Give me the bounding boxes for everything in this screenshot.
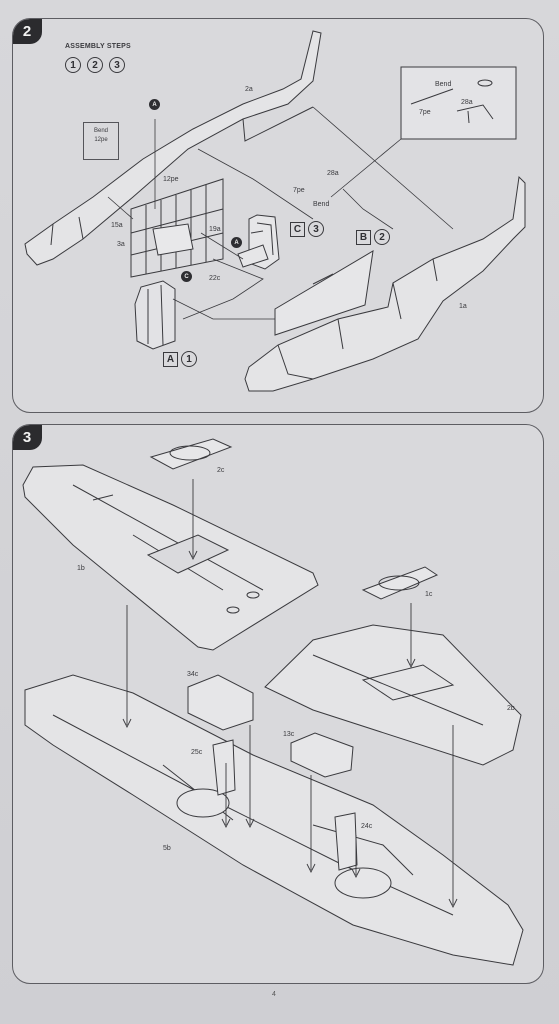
part-label-24c: 24c — [361, 823, 373, 830]
part-label-22c: 22c — [209, 275, 221, 282]
part-label-15a: 15a — [111, 222, 123, 229]
part-label-2a: 2a — [245, 86, 253, 93]
part-label-7pe: 7pe — [293, 187, 305, 194]
assembly-step-1: 1 — [65, 57, 81, 73]
ref-marker-c: C — [181, 271, 192, 282]
part-label-2c: 2c — [217, 467, 225, 474]
ref-marker-a-seat: A — [231, 237, 242, 248]
part-label-19a: 19a — [209, 226, 221, 233]
part-label-13c: 13c — [283, 731, 295, 738]
subassembly-a-letter: A — [163, 352, 178, 367]
subassembly-a-step: 1 — [181, 351, 197, 367]
part-label-5b: 5b — [163, 845, 171, 852]
subassembly-c-step: 3 — [308, 221, 324, 237]
step-3-panel: 3 — [12, 424, 544, 984]
inset-part-label-7pe: 7pe — [419, 109, 431, 116]
part-label-2b: 2b — [507, 705, 515, 712]
inset-part-label-28a: 28a — [461, 99, 473, 106]
step-2-panel: 2 ASSEMBLY STEPS 1 2 3 — [12, 18, 544, 413]
part-label-3a: 3a — [117, 241, 125, 248]
page-number: 4 — [272, 991, 276, 998]
part-label-12pe: 12pe — [163, 176, 179, 183]
subassembly-b-letter: B — [356, 230, 371, 245]
bend-text: Bend — [93, 128, 108, 134]
assembly-step-3: 3 — [109, 57, 125, 73]
part-label-25c: 25c — [191, 749, 203, 756]
assembly-steps-title: ASSEMBLY STEPS — [65, 43, 131, 50]
ref-marker-a-top: A — [149, 99, 160, 110]
part-label-34c: 34c — [187, 671, 199, 678]
assembly-step-2: 2 — [87, 57, 103, 73]
part-label-1a: 1a — [459, 303, 467, 310]
step-2-number: 2 — [13, 19, 42, 44]
subassembly-c-letter: C — [290, 222, 305, 237]
subassembly-b-step: 2 — [374, 229, 390, 245]
step-2-drawing — [24, 30, 526, 392]
inset-bend-text: Bend — [435, 81, 452, 88]
bend-text-seat: Bend — [313, 201, 330, 208]
bend-callout-box: Bend 12pe — [83, 122, 119, 160]
part-label-1b: 1b — [77, 565, 85, 572]
part-label-28a: 28a — [327, 170, 339, 177]
part-label-1c: 1c — [425, 591, 433, 598]
bend-callout-part: 12pe — [94, 137, 108, 143]
step-3-number: 3 — [13, 425, 42, 450]
step-3-drawing — [22, 438, 524, 966]
